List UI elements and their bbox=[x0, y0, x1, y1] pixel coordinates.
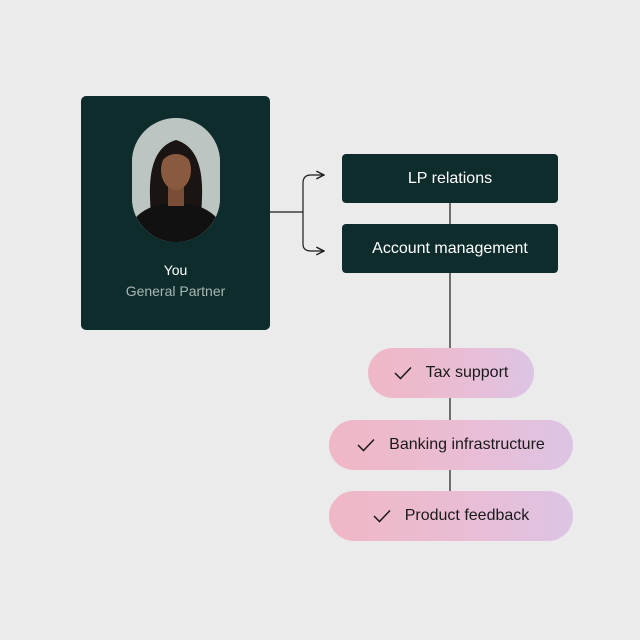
task-product-feedback: Product feedback bbox=[329, 491, 573, 541]
profile-name: You bbox=[163, 262, 188, 278]
task-label: Banking infrastructure bbox=[389, 436, 545, 453]
profile-card: You General Partner bbox=[81, 96, 270, 330]
branch-label: Account management bbox=[372, 239, 528, 257]
task-label: Product feedback bbox=[404, 507, 530, 524]
arrow-to-lp-relations bbox=[302, 175, 324, 212]
check-icon bbox=[373, 509, 391, 523]
branch-account-management: Account management bbox=[342, 224, 558, 273]
arrow-to-account-management bbox=[302, 212, 324, 251]
branch-label: LP relations bbox=[407, 169, 493, 187]
check-icon bbox=[357, 438, 375, 452]
profile-role: General Partner bbox=[125, 283, 226, 299]
task-banking-infrastructure: Banking infrastructure bbox=[329, 420, 573, 470]
check-icon bbox=[394, 366, 412, 380]
branch-lp-relations: LP relations bbox=[342, 154, 558, 203]
person-portrait-icon bbox=[132, 118, 220, 242]
avatar bbox=[132, 118, 220, 242]
task-label: Tax support bbox=[425, 364, 509, 381]
task-tax-support: Tax support bbox=[368, 348, 534, 398]
